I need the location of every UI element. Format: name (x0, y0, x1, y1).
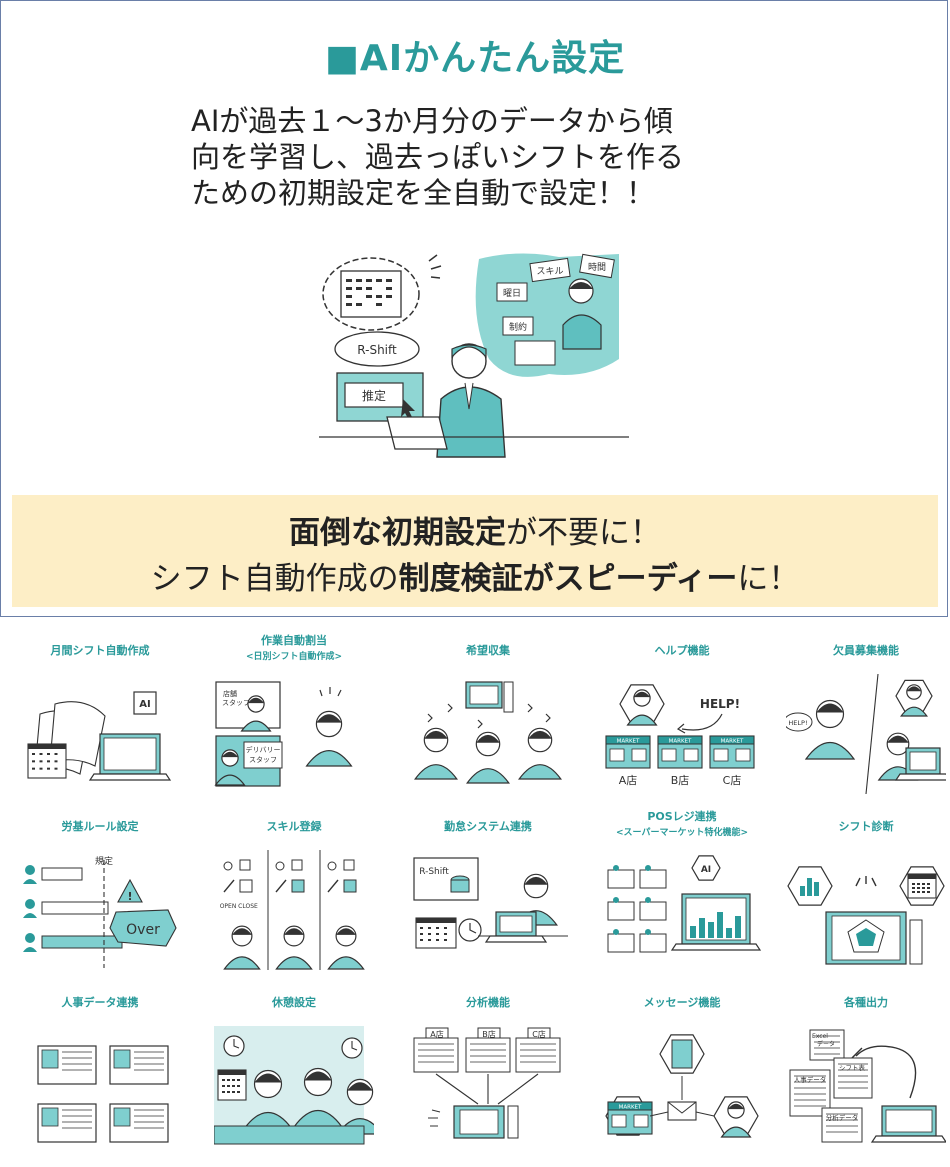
market-sign-text: MARKET (619, 1105, 642, 1111)
store-b-label: B店 (671, 773, 690, 787)
rule-label: 規定 (95, 855, 113, 867)
time-label: 時間 (588, 262, 606, 273)
benefit-line-1: 面倒な初期設定が不要に！ (12, 507, 938, 552)
feature-card: メッセージ機能 MARKET (592, 990, 772, 1160)
feature-card: POSレジ連携 <スーパーマーケット特化機能> AI (592, 810, 772, 984)
feature-card: 人事データ連携 (10, 990, 190, 1160)
vacancy-illustration: HELP! (786, 674, 946, 795)
store-label: 店舗 (223, 689, 237, 698)
ai-setup-illustration: R-Shift 推定 スキル 時間 曜日 制約 (319, 253, 629, 458)
app-name-label: R-Shift (357, 343, 397, 357)
excel-label: Excel (812, 1033, 828, 1040)
benefit-line-2-end: に！ (737, 561, 800, 597)
break-illustration (214, 1026, 374, 1145)
description-line: ための初期設定を全自動で設定！！ (191, 176, 656, 210)
feature-card: 月間シフト自動作成 AI (10, 638, 190, 808)
app-label: R-Shift (419, 867, 449, 877)
feature-label: 欠員募集機能 (833, 644, 899, 657)
ai-badge-text: AI (139, 699, 150, 710)
feature-card: 労基ルール設定規定! Over (10, 814, 190, 984)
benefit-line-1-bold: 面倒な初期設定 (289, 515, 506, 551)
market-sign-text: MARKET (721, 739, 744, 745)
help-text: HELP! (700, 697, 740, 711)
hr-data-illustration (37, 1045, 169, 1143)
analysis-illustration: A店 B店 C店 (413, 1027, 561, 1139)
ai-badge-text: AI (701, 865, 711, 875)
benefit-line-2-bold: 制度検証がスピーディー (398, 561, 738, 597)
feature-card: ヘルプ機能 HELP! MARKET MARKET MARKET A店 B店 C店 (592, 638, 772, 808)
benefit-banner: 面倒な初期設定が不要に！ シフト自動作成の制度検証がスピーディーに！ (12, 495, 938, 607)
monthly-shift-illustration: AI (27, 691, 172, 781)
description: AIが過去１～3か月分のデータから傾 向を学習し、過去っぽいシフトを作る ための… (191, 103, 791, 211)
feature-label: 希望収集 (466, 644, 510, 657)
feature-label: 月間シフト自動作成 (50, 644, 150, 657)
feature-label: 勤怠システム連携 (444, 820, 532, 833)
help-bubble-text: HELP! (788, 719, 807, 727)
diagnosis-illustration (787, 866, 945, 965)
shift-table-label: シフト表 (839, 1063, 866, 1072)
feature-label: ヘルプ機能 (654, 644, 710, 657)
store-a-label: A店 (619, 773, 638, 787)
skill-label: スキル (536, 267, 563, 277)
feature-label: 各種出力 (844, 996, 888, 1009)
labor-rule-illustration: 規定! Over (23, 855, 177, 968)
staff-label: スタッフ (222, 698, 250, 707)
attendance-illustration: R-Shift (413, 857, 568, 949)
feature-card: 勤怠システム連携 R-Shift (398, 814, 578, 984)
store-label-2: C店 (532, 1029, 546, 1039)
feature-sublabel: <日別シフト自動作成> (245, 652, 343, 662)
ai-easy-setup-panel: ■AIかんたん設定 AIが過去１～3か月分のデータから傾 向を学習し、過去っぽい… (0, 0, 948, 617)
feature-label: 人事データ連携 (61, 996, 139, 1009)
close-label: CLOSE (238, 903, 258, 910)
feature-card: 作業自動割当<日別シフト自動作成>店舗スタッフデリバリースタッフ (204, 634, 384, 808)
page-title: ■AIかんたん設定 (324, 38, 626, 79)
feature-card: 欠員募集機能 HELP! (776, 638, 950, 808)
hr-data-label: 人事データ (794, 1075, 827, 1084)
estimate-button-label: 推定 (362, 388, 386, 403)
benefit-line-2-normal: シフト自動作成の (150, 561, 399, 597)
analysis-data-label: 分析データ (826, 1113, 859, 1122)
description-line: 向を学習し、過去っぽいシフトを作る (191, 140, 685, 174)
feature-card: シフト診断 (776, 814, 950, 984)
staff-label: スタッフ (249, 755, 277, 764)
warning-icon: ! (127, 890, 132, 903)
message-illustration: MARKET (605, 1034, 759, 1138)
market-sign-text: MARKET (617, 739, 640, 745)
feature-card: 休憩設定 (204, 990, 384, 1160)
feature-label: 作業自動割当 (261, 634, 327, 647)
description-line: AIが過去１～3か月分のデータから傾 (191, 104, 673, 138)
request-collect-illustration (414, 681, 562, 784)
feature-label: スキル登録 (266, 820, 322, 833)
feature-card: 希望収集 (398, 638, 578, 808)
delivery-label: デリバリー (246, 745, 281, 754)
feature-label: シフト診断 (838, 820, 894, 833)
feature-label: 分析機能 (466, 996, 510, 1009)
over-label: Over (126, 922, 160, 938)
constraint-label: 制約 (509, 321, 527, 333)
market-sign-text: MARKET (669, 739, 692, 745)
feature-label: 労基ルール設定 (61, 820, 139, 833)
feature-label: メッセージ機能 (643, 996, 721, 1009)
feature-label: POSレジ連携 (647, 810, 717, 823)
feature-card: 分析機能 A店 B店 C店 (398, 990, 578, 1160)
open-label: OPEN (220, 903, 237, 910)
store-c-label: C店 (723, 773, 742, 787)
help-illustration: HELP! MARKET MARKET MARKET A店 B店 C店 (605, 684, 755, 787)
pos-illustration: AI (607, 855, 762, 953)
store-label-0: A店 (430, 1029, 443, 1039)
store-label-1: B店 (482, 1029, 496, 1039)
feature-label: 休憩設定 (272, 996, 316, 1009)
data-label: データ (817, 1040, 835, 1048)
benefit-line-2: シフト自動作成の制度検証がスピーディーに！ (12, 553, 938, 598)
benefit-line-1-rest: が不要に！ (506, 515, 661, 551)
feature-sublabel: <スーパーマーケット特化機能> (616, 828, 748, 838)
weekday-label: 曜日 (503, 288, 521, 299)
